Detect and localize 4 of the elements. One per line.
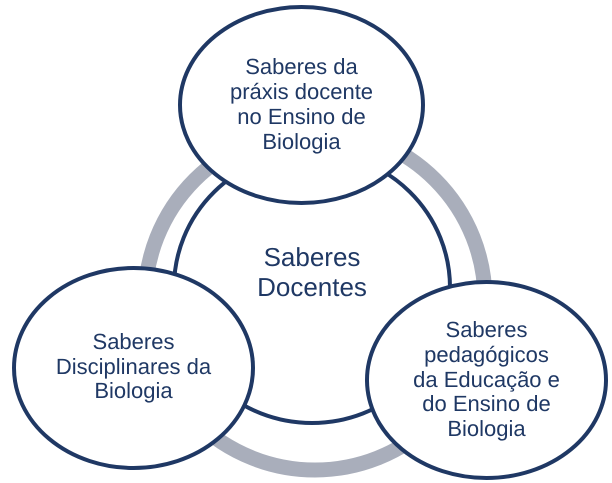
- circle-label: Saberes pedagógicos da Educação e do Ensino de Biologia: [412, 318, 561, 442]
- circle-label: Saberes da práxis docente no Ensino de Biologia: [228, 55, 374, 155]
- circle-label: Saberes Docentes: [256, 243, 368, 302]
- circle-label: Saberes Disciplinares da Biologia: [54, 330, 212, 404]
